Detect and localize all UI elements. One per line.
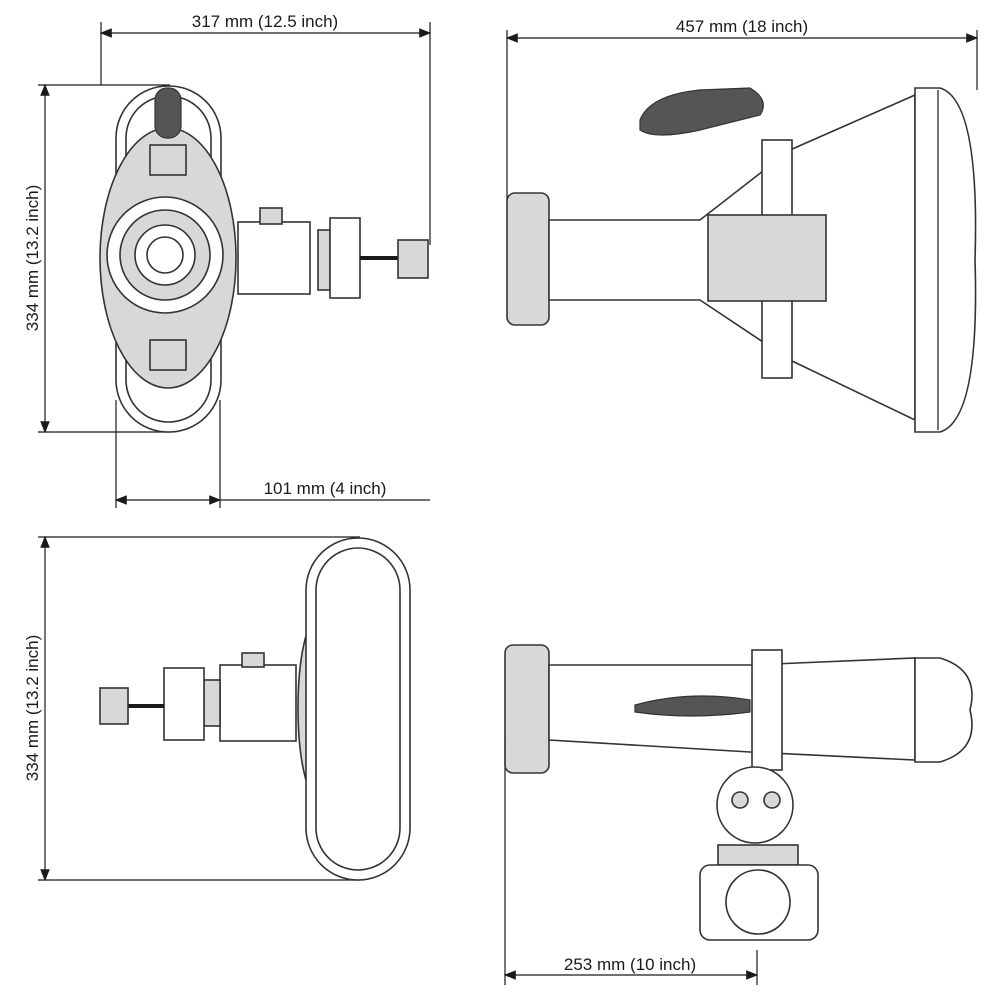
front-view: 317 mm (12.5 inch) 334 mm (13.2 inch) 10…	[23, 12, 432, 508]
dim-bottom-offset: 253 mm (10 inch)	[564, 955, 696, 974]
dim-front-width: 317 mm (12.5 inch)	[192, 12, 338, 31]
top-view: 334 mm (13.2 inch)	[23, 535, 411, 882]
dim-front-height: 334 mm (13.2 inch)	[23, 185, 42, 331]
dim-front-depth: 101 mm (4 inch)	[264, 479, 387, 498]
dim-side-length: 457 mm (18 inch)	[676, 17, 808, 36]
bottom-view: 253 mm (10 inch)	[503, 644, 973, 985]
dim-top-height: 334 mm (13.2 inch)	[23, 635, 42, 781]
side-view: 457 mm (18 inch)	[505, 17, 979, 433]
